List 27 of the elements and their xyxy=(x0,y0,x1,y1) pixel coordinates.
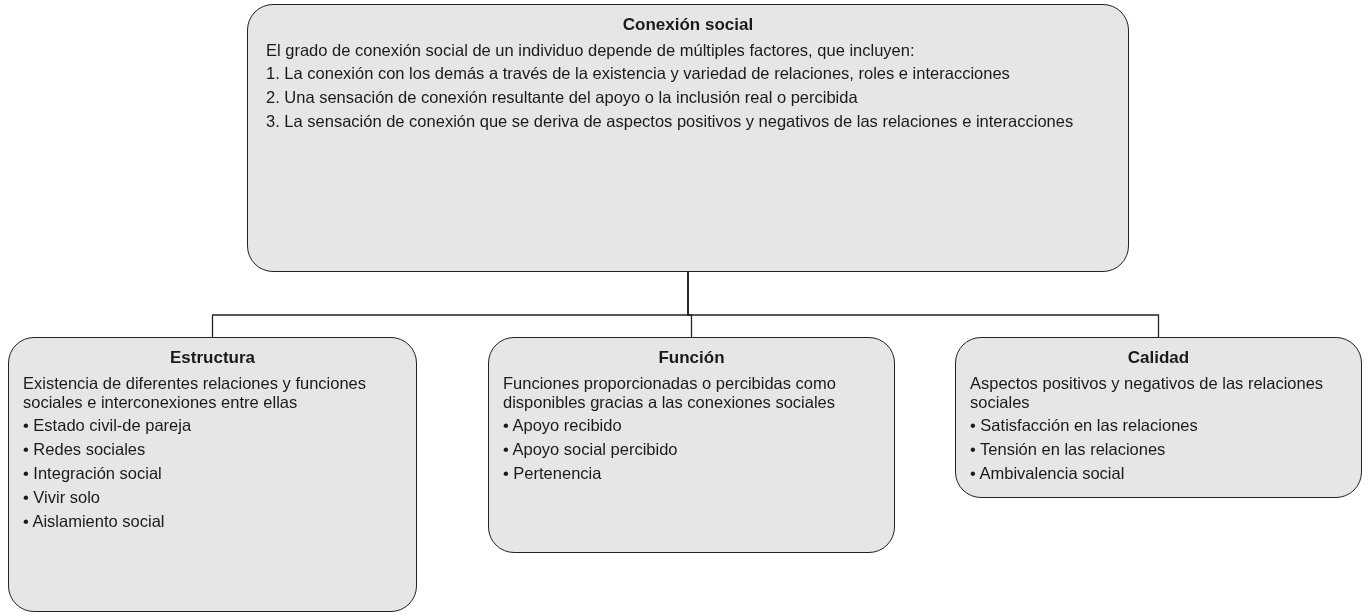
box-heading: Estructura xyxy=(169,348,256,367)
rounded-box xyxy=(8,337,417,612)
box-description: El grado de conexión social de un individuo depende de múltiples factores, que incluyen: xyxy=(266,41,916,60)
list-item: • Pertenencia xyxy=(503,464,603,483)
list-item: 3. La sensación de conexión que se deriva de aspectos positivos y negativos de las relaciones e interacciones xyxy=(266,112,1075,131)
connector-line xyxy=(687,271,1160,338)
rounded-box xyxy=(247,4,1129,272)
list-item: • Integración social xyxy=(23,464,163,483)
list-item: 1. La conexión con los demás a través de la existencia y variedad de relaciones, roles e interacciones xyxy=(266,64,1011,83)
list-item: • Ambivalencia social xyxy=(970,464,1126,483)
list-item: • Satisfacción en las relaciones xyxy=(970,416,1199,435)
box-heading: Conexión social xyxy=(621,15,755,34)
list-item: • Aislamiento social xyxy=(23,512,166,531)
box-description: Aspectos positivos y negativos de las relaciones sociales xyxy=(970,374,1325,412)
rounded-box xyxy=(955,337,1362,498)
list-item: • Apoyo recibido xyxy=(503,416,623,435)
box-description: Funciones proporcionadas o percibidas como disponibles gracias a las conexiones sociales xyxy=(503,374,837,412)
list-item: • Redes sociales xyxy=(23,440,147,459)
list-item: • Estado civil-de pareja xyxy=(23,416,193,435)
box-heading: Función xyxy=(657,348,726,367)
box-heading: Calidad xyxy=(1126,348,1191,367)
list-item: • Apoyo social percibido xyxy=(503,440,679,459)
box-description: Existencia de diferentes relaciones y funciones sociales e interconexiones entre ellas xyxy=(23,374,368,412)
list-item: • Tensión en las relaciones xyxy=(970,440,1167,459)
rounded-box xyxy=(488,337,895,553)
list-item: 2. Una sensación de conexión resultante del apoyo o la inclusión real o percibida xyxy=(266,88,859,107)
list-item: • Vivir solo xyxy=(23,488,101,507)
